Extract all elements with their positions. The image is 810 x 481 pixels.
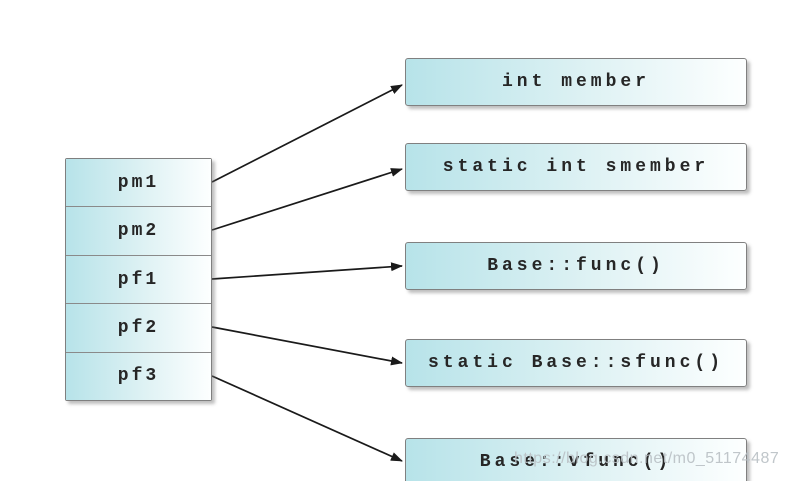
stack-cell-pf2: pf2	[66, 303, 211, 352]
arrow-pm2-to-static-int-smember	[211, 168, 403, 231]
target-box-base-vfunc: Base::vfunc()	[405, 438, 747, 481]
target-box-int-member: int member	[405, 58, 747, 106]
stack-cell-pm1: pm1	[66, 159, 211, 207]
target-box-label: static int smember	[442, 157, 710, 177]
stack-cell-label: pf1	[117, 269, 160, 290]
target-box-static-int-smember: static int smember	[405, 143, 747, 191]
arrow-pm1-to-int-member	[211, 84, 403, 183]
stack-cell-pf1: pf1	[66, 254, 211, 304]
target-box-label: static Base::sfunc()	[427, 353, 725, 373]
target-box-label: Base::vfunc()	[479, 452, 673, 472]
arrow-pf2-to-static-base-sfunc	[211, 326, 403, 366]
stack-cell-label: pm2	[117, 221, 160, 242]
stack-cell-label: pm1	[117, 172, 160, 193]
target-box-label: Base::func()	[487, 256, 665, 276]
pointer-stack: pm1 pm2 pf1 pf2 pf3	[65, 158, 212, 401]
csdn-watermark: https://blog.csdn.net/m0_51174487	[514, 450, 780, 467]
stack-cell-pf3: pf3	[66, 351, 211, 401]
target-box-base-func: Base::func()	[405, 242, 747, 290]
stack-cell-label: pf3	[117, 366, 160, 387]
target-box-label: int member	[501, 72, 651, 92]
stack-cell-label: pf2	[117, 317, 160, 338]
target-box-static-base-sfunc: static Base::sfunc()	[405, 339, 747, 387]
stack-cell-pm2: pm2	[66, 206, 211, 255]
arrow-pf1-to-base-func	[211, 262, 403, 280]
arrow-pf3-to-base-vfunc	[211, 375, 403, 462]
